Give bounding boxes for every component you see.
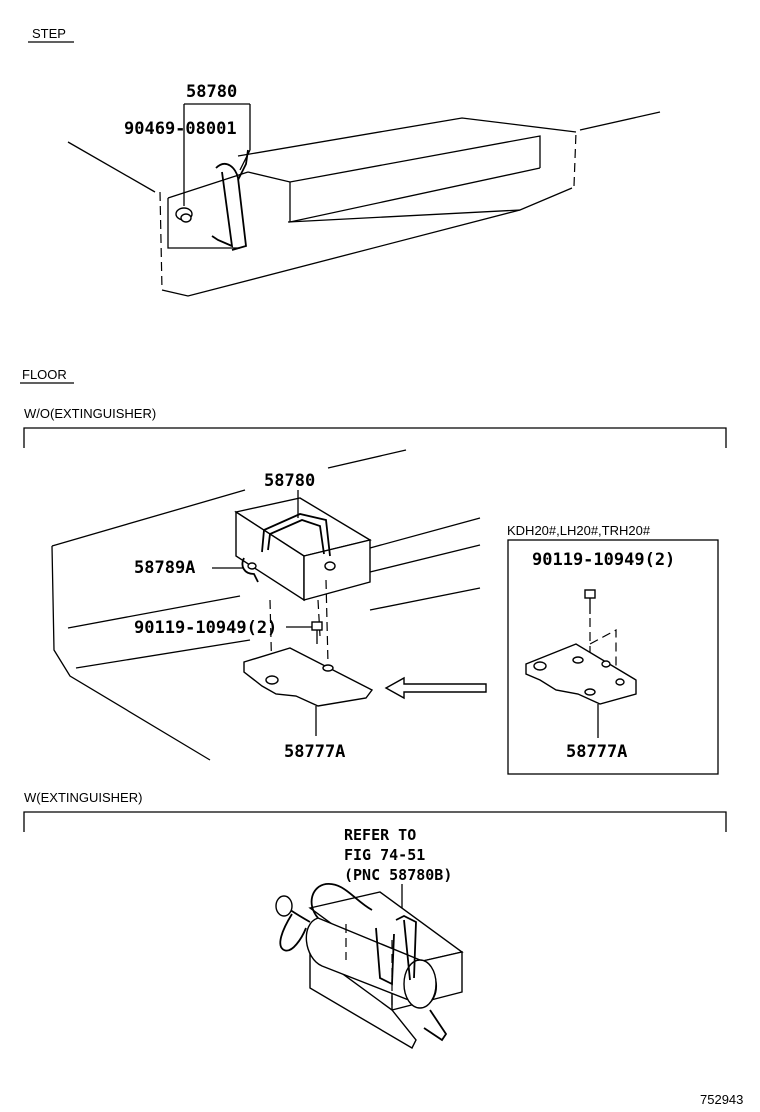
refer-line-3: (PNC 58780B) — [344, 866, 452, 884]
floor-part-bracket: 58780 — [264, 471, 315, 491]
section-label-wo-extinguisher: W/O(EXTINGUISHER) — [24, 406, 156, 421]
floor-body-illustration — [51, 449, 487, 761]
variant-box — [507, 539, 719, 775]
extinguisher-illustration — [275, 883, 464, 1049]
step-part-clip: 90469-08001 — [124, 119, 237, 139]
refer-line-1: REFER TO — [344, 826, 416, 844]
section-label-step: STEP — [32, 26, 66, 41]
section-label-floor: FLOOR — [22, 367, 67, 382]
variant-plate-illustration — [525, 589, 637, 705]
floor-part-bolt: 90119-10949(2) — [134, 618, 277, 638]
refer-line-2: FIG 74-51 — [344, 846, 425, 864]
floor-part-clamp: 58789A — [134, 558, 195, 578]
variant-models: KDH20#,LH20#,TRH20# — [507, 523, 651, 538]
floor-part-plate: 58777A — [284, 742, 345, 762]
figure-id: 752943 — [700, 1092, 743, 1107]
variant-part-bolt: 90119-10949(2) — [532, 550, 675, 570]
step-part-bracket: 58780 — [186, 82, 237, 102]
step-body-illustration — [67, 111, 661, 297]
section-label-w-extinguisher: W(EXTINGUISHER) — [24, 790, 142, 805]
variant-part-plate: 58777A — [566, 742, 627, 762]
